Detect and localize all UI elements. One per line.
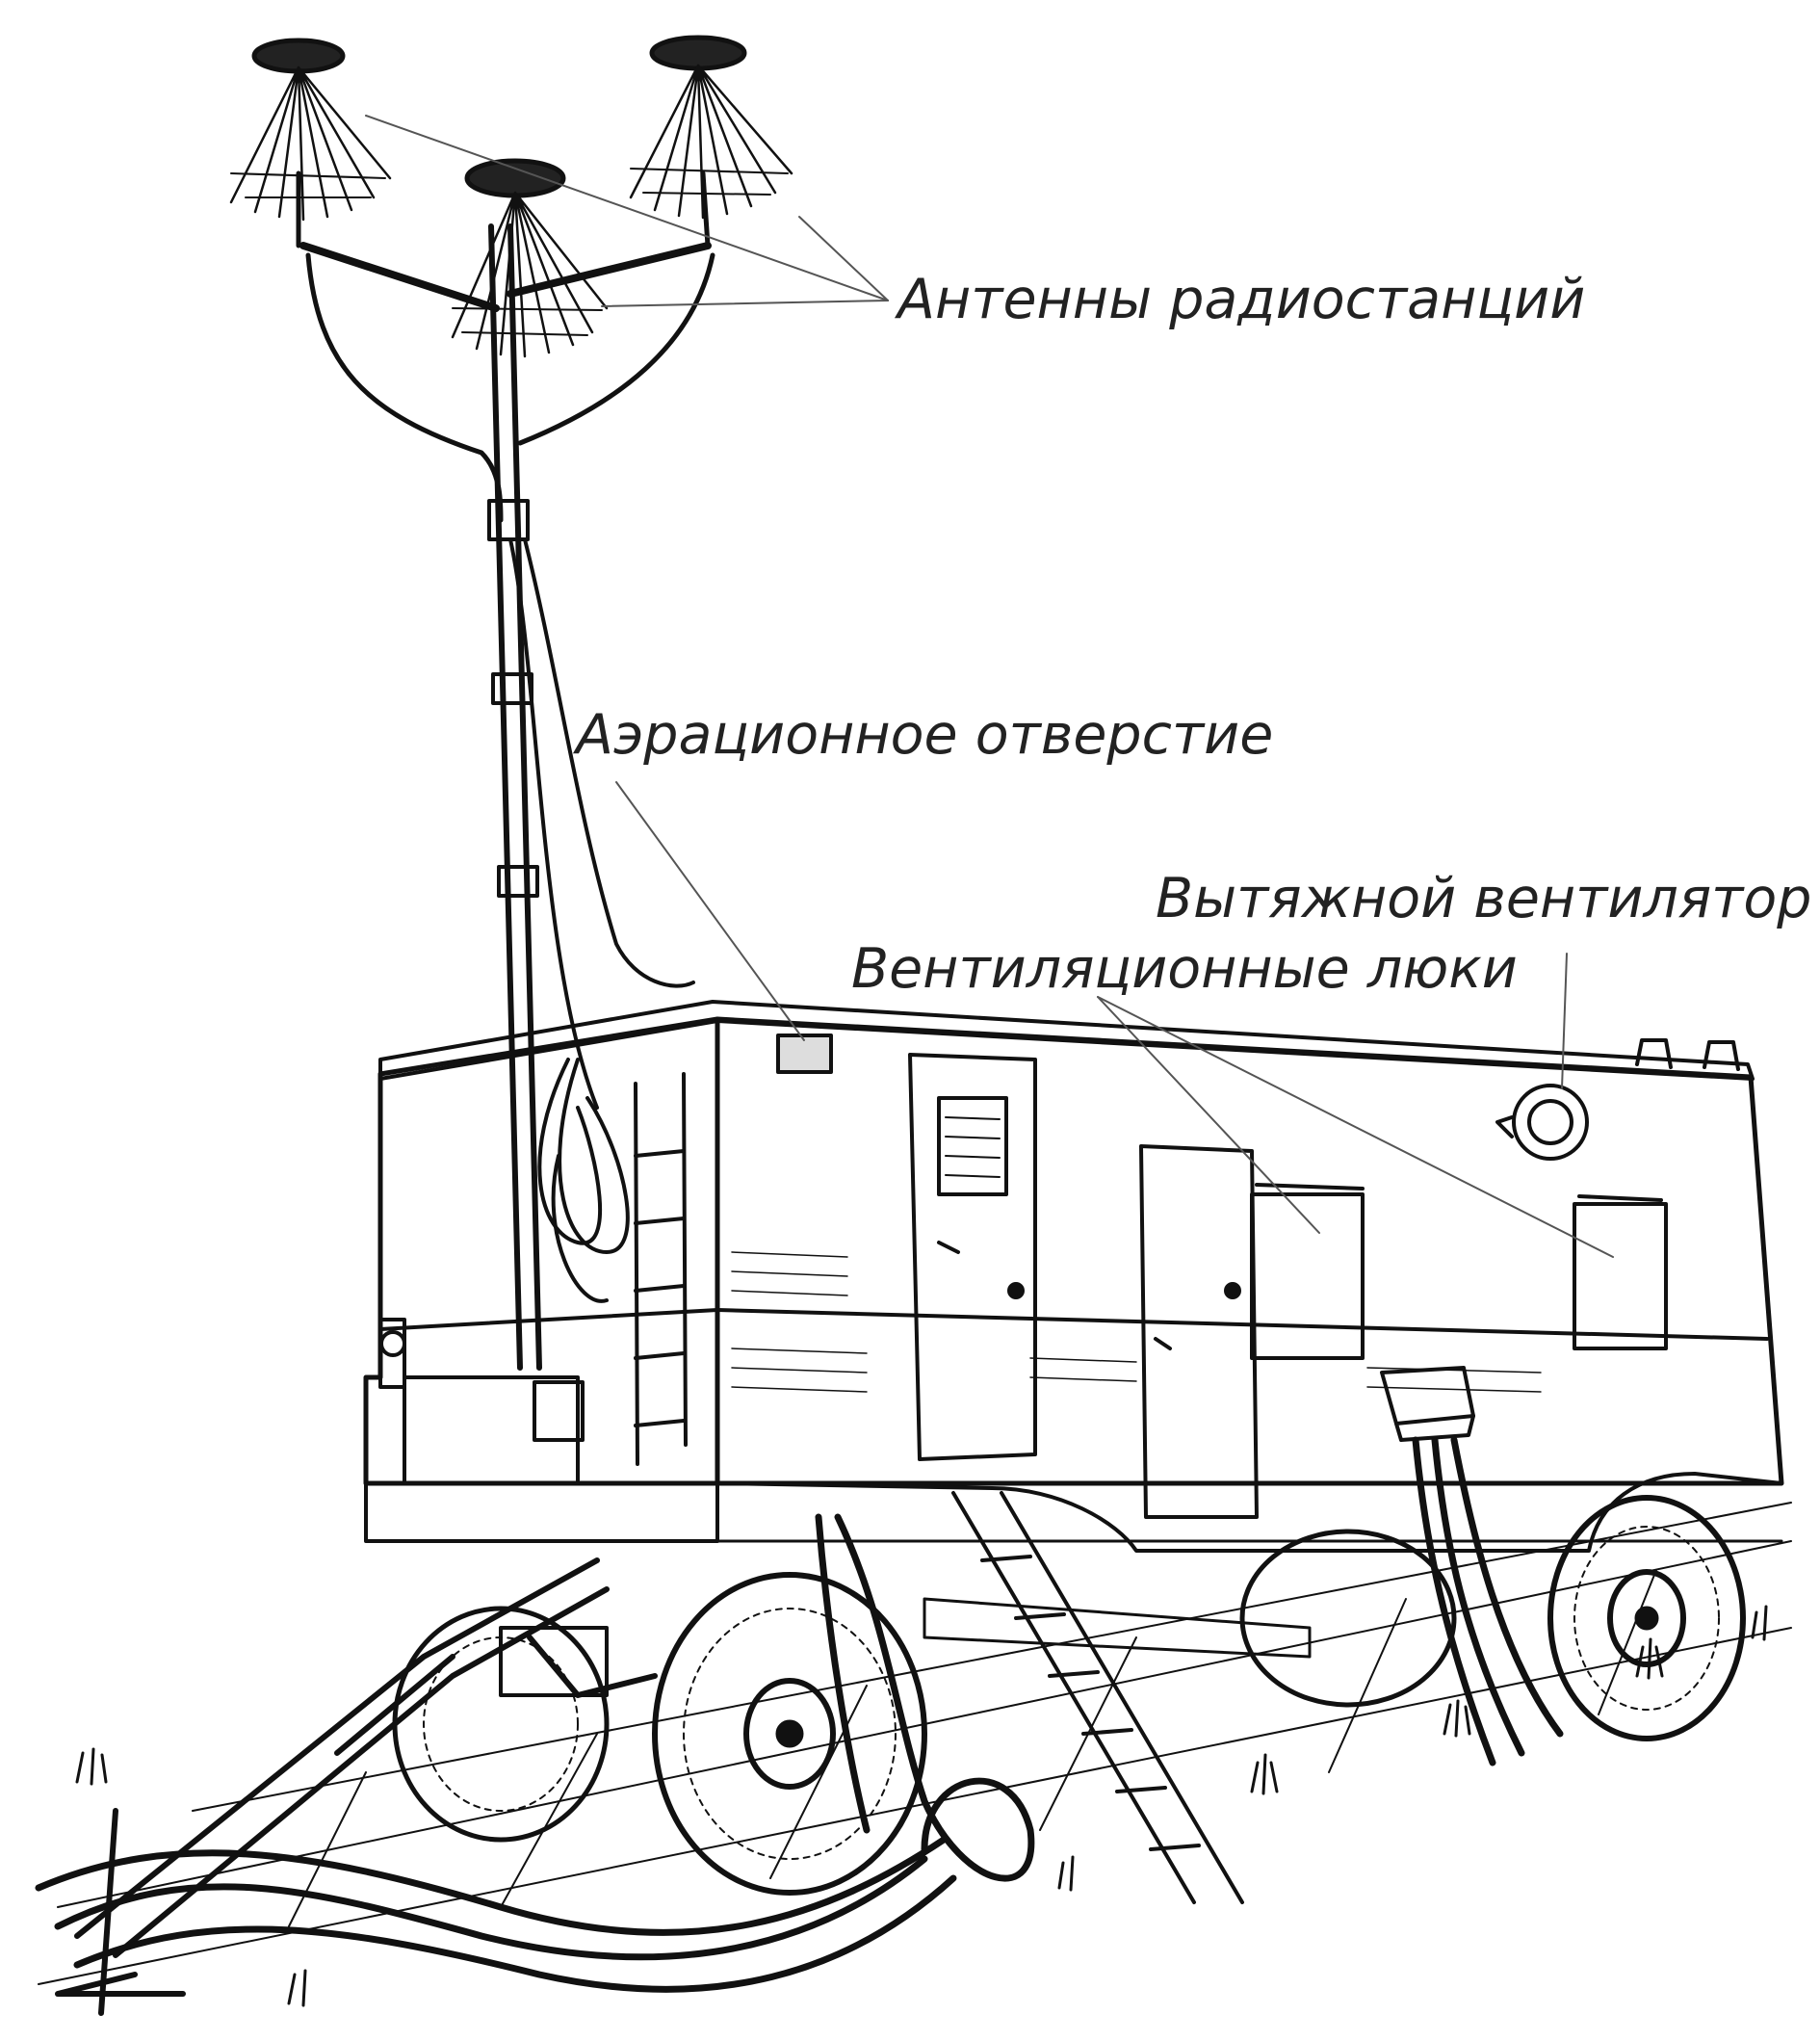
- wheel-front-left: [392, 1606, 610, 1843]
- label-ventilation-hatches: Вентиляционные люки: [851, 937, 1518, 1001]
- grass-tufts: [75, 1605, 1768, 2007]
- cables: [35, 1436, 1564, 1993]
- label-exhaust-fan: Вытяжной вентилятор: [1156, 867, 1812, 930]
- antenna-center: [451, 158, 609, 358]
- ventilation-hatch-2: [1573, 1194, 1668, 1350]
- antenna-mast: [299, 223, 715, 1371]
- antenna-right: [629, 35, 793, 249]
- label-antennas: Антенны радиостанций: [897, 268, 1586, 331]
- front-box: [378, 1318, 585, 1485]
- roof-handles: [1635, 1038, 1740, 1071]
- aeration-hole-part: [776, 1034, 833, 1074]
- rear-ladder: [951, 1491, 1244, 1904]
- ground-stakes: [55, 1808, 186, 2016]
- leader-lines: [365, 115, 1614, 1258]
- label-aeration-hole: Аэрационное отверстие: [576, 703, 1274, 767]
- wheel-rear-left: [1239, 1529, 1457, 1708]
- wheel-rear-right: [1547, 1495, 1746, 1741]
- ventilation-hatch-1: [1250, 1183, 1365, 1360]
- wheel-front-right: [652, 1572, 927, 1896]
- tow-bar: [74, 1557, 658, 1958]
- side-door-2: [1139, 1144, 1259, 1519]
- exhaust-fan-part: [1495, 1084, 1589, 1161]
- side-door: [908, 1053, 1037, 1461]
- antenna-left: [229, 38, 392, 249]
- cable-bundle-mast: [537, 1058, 630, 1303]
- cable-junction-box: [1380, 1366, 1475, 1442]
- front-ladder: [634, 1072, 688, 1466]
- van-body: [363, 1000, 1784, 1659]
